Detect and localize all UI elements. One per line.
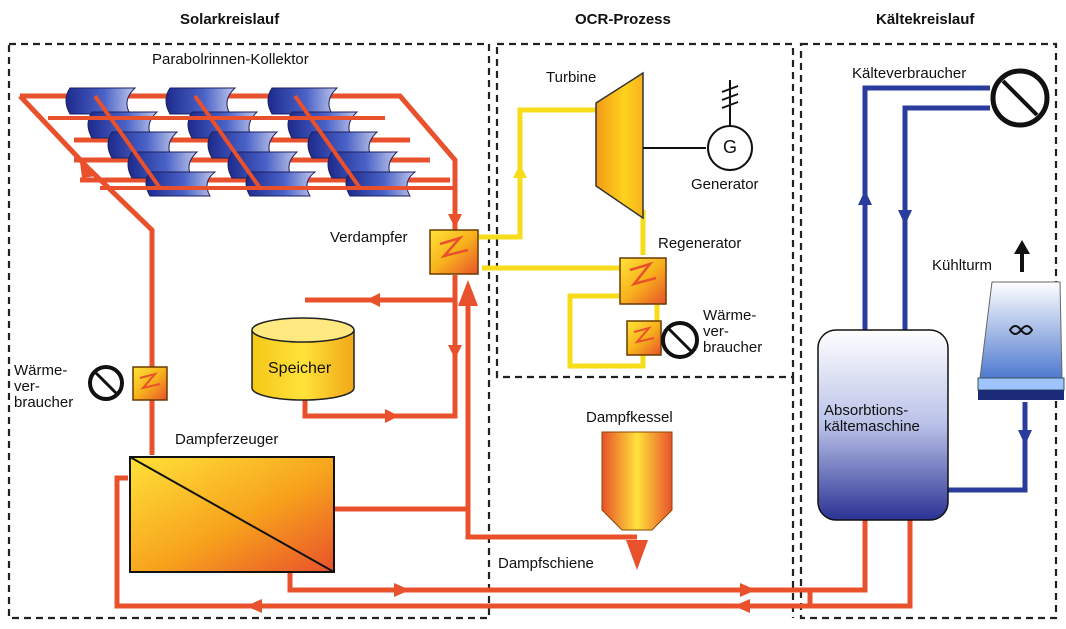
steam-boiler bbox=[601, 431, 673, 531]
label-absorption-chiller: Absorbtions- kältemaschine bbox=[824, 402, 920, 436]
section-title-solar: Solarkreislauf bbox=[180, 11, 280, 28]
collector-field bbox=[48, 87, 455, 197]
absorption-chiller bbox=[817, 329, 949, 521]
label-collector: Parabolrinnen-Kollektor bbox=[152, 51, 309, 68]
cooling-arrows bbox=[858, 190, 1032, 445]
label-cold-consumer: Kälteverbraucher bbox=[852, 65, 967, 82]
label-generator: Generator bbox=[691, 176, 759, 193]
cooling-tower bbox=[977, 240, 1065, 400]
label-steam-generator: Dampferzeuger bbox=[175, 431, 279, 448]
label-generator-symbol: G bbox=[722, 137, 737, 157]
label-heat-consumer-ocr: Wärme- ver- braucher bbox=[703, 307, 763, 357]
label-heat-consumer-left: Wärme- ver- braucher bbox=[14, 362, 74, 412]
solar-arrows bbox=[80, 162, 756, 613]
cold-consumer bbox=[990, 68, 1050, 128]
collector-pipes bbox=[48, 94, 455, 190]
trough bbox=[267, 87, 339, 115]
label-steam-boiler: Dampfkessel bbox=[586, 409, 673, 426]
turbine bbox=[595, 71, 753, 220]
solar-section-border bbox=[7, 42, 491, 620]
label-storage: Speicher bbox=[268, 360, 332, 377]
ocr-section-border bbox=[495, 42, 795, 379]
steam-generator bbox=[129, 456, 335, 573]
storage-tank bbox=[251, 317, 355, 401]
section-title-cooling: Kältekreislauf bbox=[876, 11, 975, 28]
label-steam-rail: Dampfschiene bbox=[498, 555, 594, 572]
fan-icon bbox=[1008, 325, 1034, 335]
evaporator bbox=[429, 229, 479, 275]
label-turbine: Turbine bbox=[546, 69, 597, 86]
heat-consumer-ocr bbox=[626, 320, 699, 359]
label-regenerator: Regenerator bbox=[658, 235, 742, 252]
ocr-arrow bbox=[513, 164, 527, 178]
regenerator bbox=[619, 257, 667, 305]
section-title-ocr: OCR-Prozess bbox=[575, 11, 671, 28]
heat-consumer-left bbox=[88, 365, 168, 401]
label-evaporator: Verdampfer bbox=[330, 229, 408, 246]
label-cooling-tower: Kühlturm bbox=[932, 257, 993, 274]
antenna-icon bbox=[721, 80, 739, 126]
